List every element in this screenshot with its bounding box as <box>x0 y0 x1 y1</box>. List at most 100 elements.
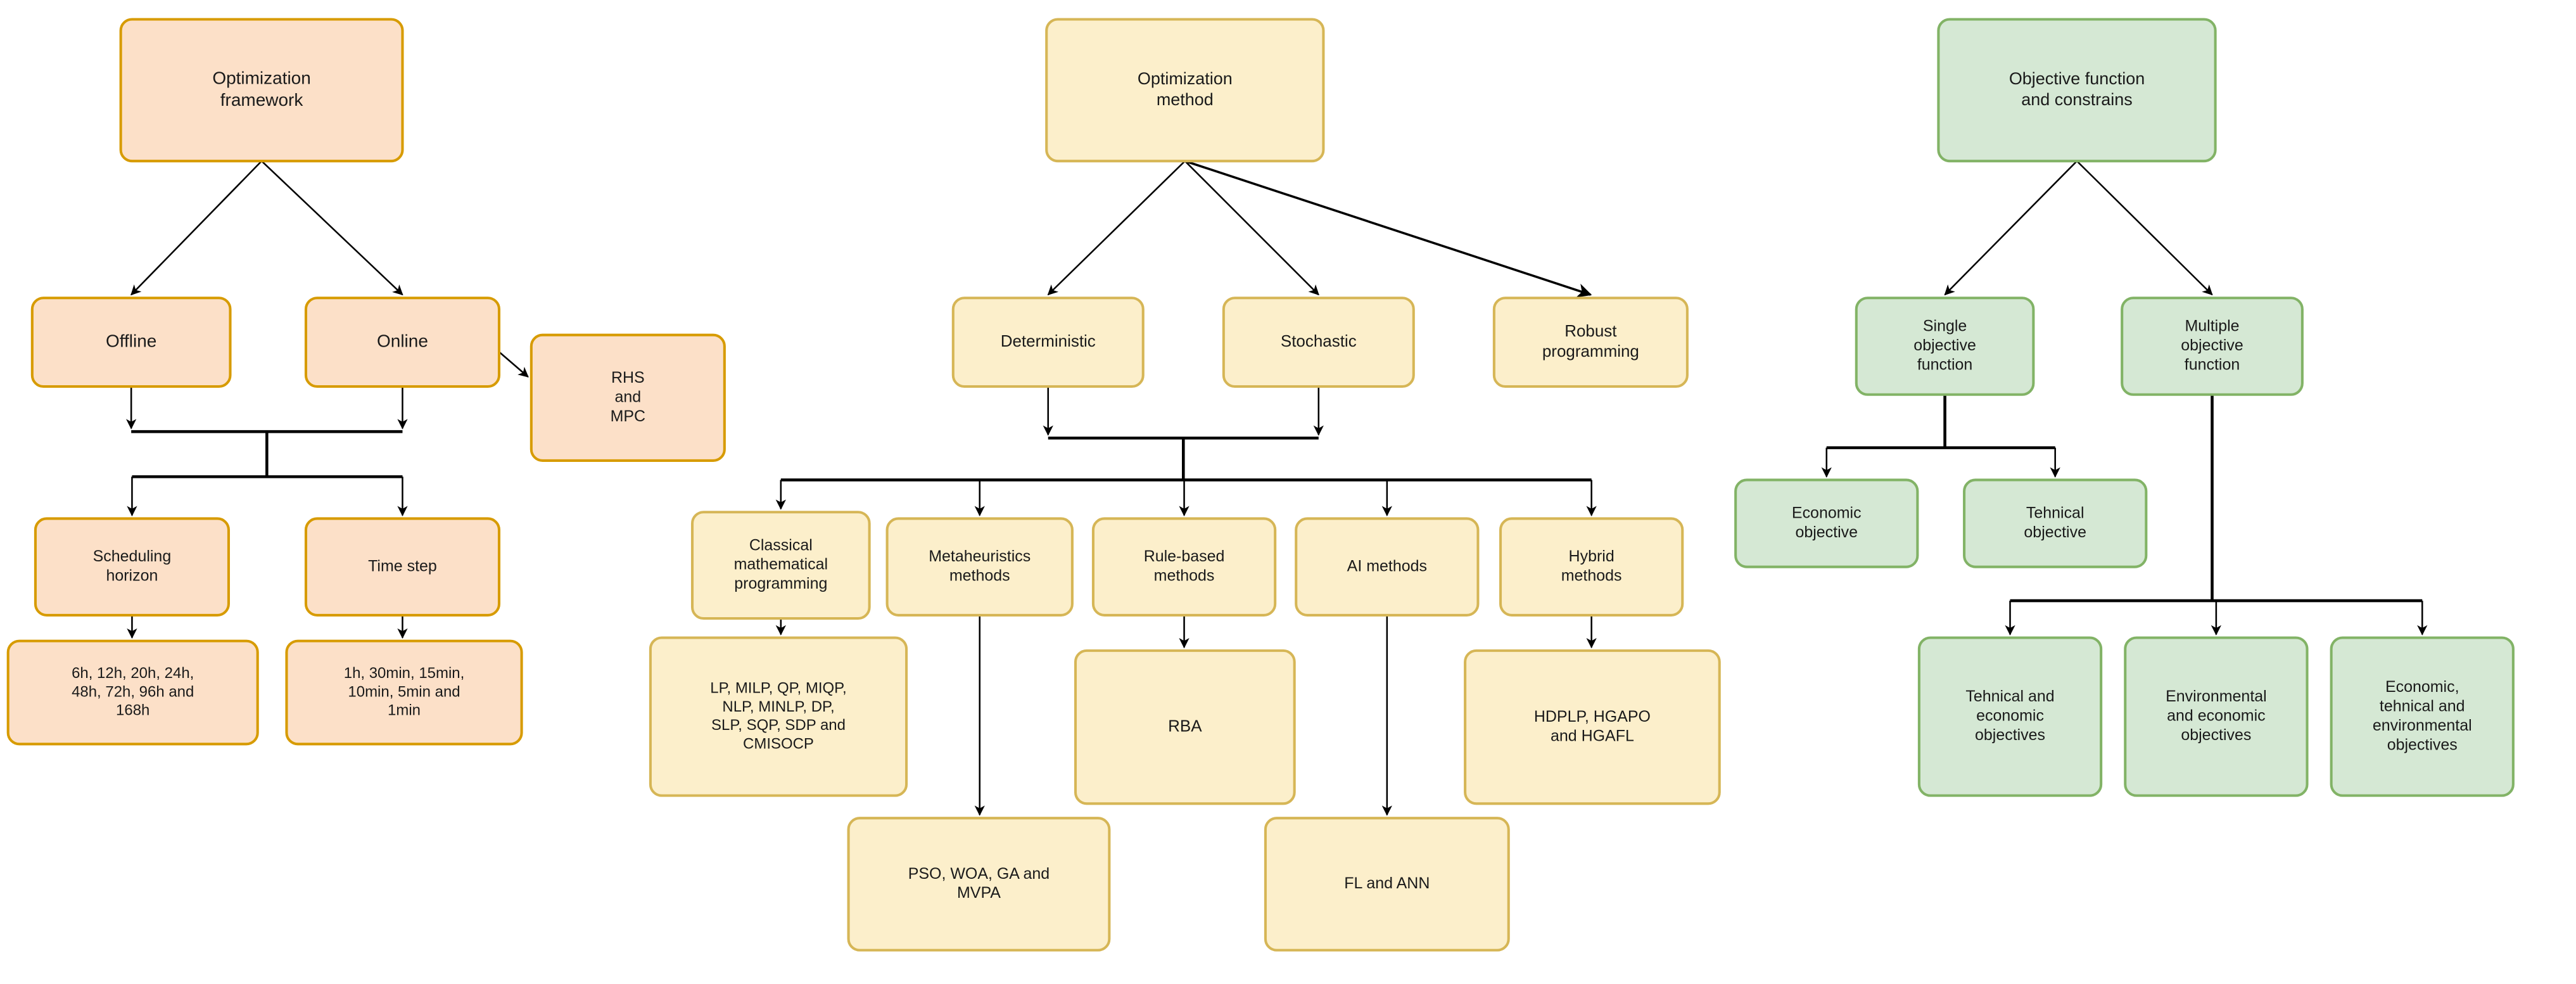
node-label: Optimization <box>1138 69 1233 88</box>
node-label: 48h, 72h, 96h and <box>72 683 194 700</box>
node-label: and constrains <box>2021 90 2132 109</box>
node-label: methods <box>949 567 1010 585</box>
node-label: objectives <box>2387 736 2458 753</box>
node-box[interactable] <box>1492 297 1689 388</box>
node-label: objective <box>2181 336 2243 354</box>
node-box[interactable] <box>1074 649 1296 805</box>
node-hybrid-methods[interactable]: Hybrid methods <box>1499 517 1684 617</box>
node-label: NLP, MINLP, DP, <box>722 698 834 715</box>
node-box[interactable] <box>285 639 523 746</box>
node-box[interactable] <box>2121 297 2304 396</box>
node-label: MPC <box>611 407 646 425</box>
node-box[interactable] <box>1091 517 1277 617</box>
node-deterministic[interactable]: Deterministic <box>951 297 1145 388</box>
node-label: Economic, <box>2385 678 2459 696</box>
node-label: CMISOCP <box>743 735 814 752</box>
node-label: Hybrid <box>1569 547 1615 565</box>
edge-method-deterministic <box>1047 160 1186 296</box>
node-box[interactable] <box>304 517 501 617</box>
node-label: 1min <box>388 702 421 719</box>
node-label: Online <box>377 331 428 351</box>
node-box[interactable] <box>119 18 404 163</box>
node-box[interactable] <box>2330 636 2515 797</box>
node-label: objectives <box>2181 726 2251 744</box>
node-label: LP, MILP, QP, MIQP, <box>710 680 846 697</box>
node-stochastic[interactable]: Stochastic <box>1222 297 1415 388</box>
node-economic-tehnical-env[interactable]: Economic,tehnical andenvironmentalobject… <box>2330 636 2515 797</box>
node-box[interactable] <box>1734 478 1919 568</box>
node-label: Offline <box>106 331 156 351</box>
edge-framework-online <box>261 160 403 296</box>
node-label: PSO, WOA, GA and <box>908 865 1050 883</box>
node-box[interactable] <box>2124 636 2309 797</box>
node-label: Deterministic <box>1001 331 1096 350</box>
node-box[interactable] <box>1045 18 1325 163</box>
node-label: SLP, SQP, SDP and <box>711 717 846 734</box>
node-label: function <box>1917 356 1972 374</box>
node-online[interactable]: Online <box>304 297 501 388</box>
node-label: 1h, 30min, 15min, <box>344 665 465 682</box>
node-label: MVPA <box>957 884 1001 902</box>
node-ai-methods[interactable]: AI methods <box>1295 517 1480 617</box>
node-box[interactable] <box>1264 817 1510 952</box>
node-box[interactable] <box>951 297 1145 388</box>
node-label: and <box>614 388 641 406</box>
node-label: Time step <box>368 557 437 575</box>
node-label: and economic <box>2167 707 2265 725</box>
node-classical-list[interactable]: LP, MILP, QP, MIQP,NLP, MINLP, DP, SLP, S… <box>649 636 908 797</box>
node-time-step[interactable]: Time step <box>304 517 501 617</box>
node-box[interactable] <box>1937 18 2217 163</box>
node-label: HDPLP, HGAPO <box>1534 708 1651 725</box>
node-rba[interactable]: RBA <box>1074 649 1296 805</box>
node-label: Economic <box>1792 504 1862 521</box>
node-box[interactable] <box>847 817 1111 952</box>
node-box[interactable] <box>885 517 1074 617</box>
node-box[interactable] <box>1464 649 1721 805</box>
node-box[interactable] <box>1222 297 1415 388</box>
node-box[interactable] <box>304 297 501 388</box>
node-box[interactable] <box>690 511 871 620</box>
edge-objective-multiple <box>2076 160 2213 296</box>
node-label: Tehnical <box>2026 504 2084 521</box>
node-ai-list[interactable]: FL and ANN <box>1264 817 1510 952</box>
node-box[interactable] <box>1855 297 2035 396</box>
node-box[interactable] <box>1295 517 1480 617</box>
node-label: Optimization <box>212 68 310 88</box>
node-label: Single <box>1923 317 1967 335</box>
node-label: methods <box>1561 567 1622 585</box>
node-box[interactable] <box>649 636 908 797</box>
node-economic-objective[interactable]: Economic objective <box>1734 478 1919 568</box>
node-label: FL and ANN <box>1344 874 1430 892</box>
node-box[interactable] <box>530 333 726 462</box>
node-box[interactable] <box>1499 517 1684 617</box>
edge-online-rhs <box>498 351 529 378</box>
node-box[interactable] <box>30 297 232 388</box>
node-label: objective <box>1795 523 1858 541</box>
node-offline[interactable]: Offline <box>30 297 232 388</box>
node-box[interactable] <box>6 639 259 746</box>
edge-framework-offline <box>130 160 262 296</box>
node-box[interactable] <box>34 517 230 617</box>
node-box[interactable] <box>1963 478 2148 568</box>
node-box[interactable] <box>1917 636 2103 797</box>
